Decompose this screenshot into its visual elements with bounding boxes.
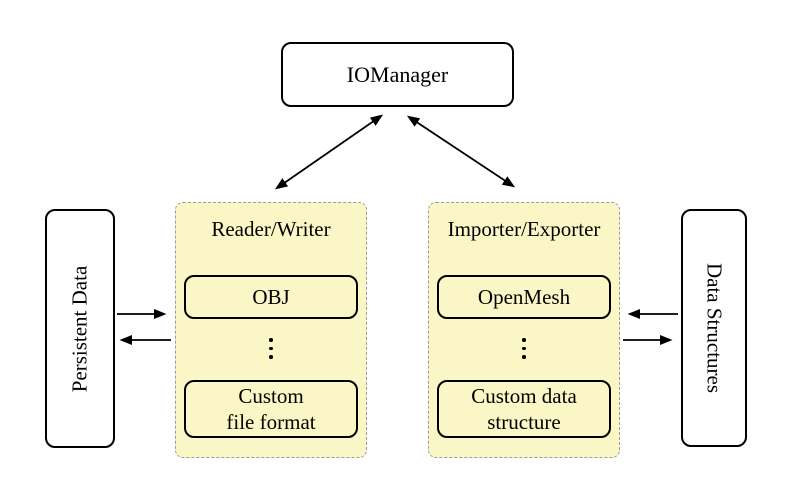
- custom-data-structure-label: Custom data structure: [471, 384, 577, 434]
- custom-file-format-label: Custom file format: [226, 384, 316, 434]
- openmesh-label: OpenMesh: [477, 284, 571, 309]
- iomanager-label: IOManager: [346, 61, 449, 87]
- reader-writer-title: Reader/Writer: [211, 217, 331, 241]
- importer-exporter-title: Importer/Exporter: [447, 217, 601, 241]
- persistent-data-label: Persistent Data: [67, 265, 92, 392]
- arrow-iomanager-importer-exporter: [406, 115, 516, 188]
- iomanager-box: IOManager: [281, 42, 514, 107]
- custom-file-format-box: Custom file format: [184, 380, 358, 438]
- data-structures-label: Data Structures: [702, 262, 727, 394]
- reader-writer-panel: Reader/Writer OBJ Custom file format: [175, 202, 367, 458]
- data-structures-box: Data Structures: [681, 209, 747, 447]
- persistent-data-box: Persistent Data: [45, 209, 115, 448]
- obj-box: OBJ: [184, 275, 358, 319]
- openmesh-box: OpenMesh: [437, 275, 611, 319]
- obj-label: OBJ: [252, 284, 290, 309]
- vertical-dots-icon: [429, 338, 619, 359]
- custom-data-structure-box: Custom data structure: [437, 380, 611, 438]
- arrow-iomanager-reader-writer: [274, 114, 384, 190]
- vertical-dots-icon: [176, 338, 366, 359]
- importer-exporter-panel: Importer/Exporter OpenMesh Custom data s…: [428, 202, 620, 458]
